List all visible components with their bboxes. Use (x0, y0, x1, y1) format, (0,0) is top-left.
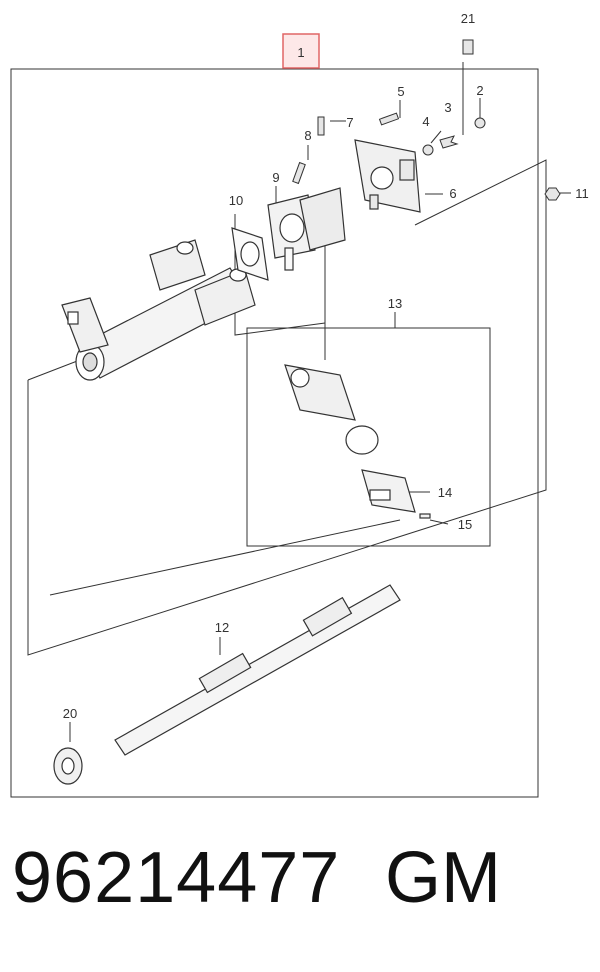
callout-7: 7 (346, 115, 353, 130)
diagram-frame (10, 68, 539, 798)
clip-part-21 (462, 39, 474, 55)
bolt-part-7 (317, 116, 325, 136)
clip-part-2 (474, 117, 486, 129)
screw-part-15 (419, 513, 431, 519)
callout-15: 15 (458, 517, 472, 532)
assembly-callout-box (282, 33, 320, 69)
bolt-part-5 (378, 112, 400, 126)
screw-part-8 (292, 161, 306, 185)
callout-1: 1 (297, 45, 304, 60)
callout-13: 13 (388, 296, 402, 311)
spring-part-3 (439, 135, 459, 149)
lock-housing-part-6 (354, 139, 421, 213)
nut-part-11 (544, 187, 561, 201)
callout-6: 6 (449, 186, 456, 201)
brand-label: GM (385, 838, 501, 918)
bearing-part-20 (53, 747, 83, 785)
callout-3: 3 (444, 100, 451, 115)
callout-8: 8 (304, 128, 311, 143)
ignition-switch-part-13 (284, 364, 379, 455)
steering-shaft-part-12 (114, 584, 401, 756)
key-cylinder-part-14 (361, 469, 431, 519)
callout-4: 4 (422, 114, 429, 129)
callout-2: 2 (476, 83, 483, 98)
housing-part-9 (267, 187, 346, 271)
steering-column-tube (61, 239, 256, 381)
callout-9: 9 (272, 170, 279, 185)
leader-lines (27, 62, 571, 742)
callout-labels: 21 5 2 3 7 4 8 9 6 11 10 13 14 15 12 20 (63, 11, 589, 721)
callout-20: 20 (63, 706, 77, 721)
callout-21: 21 (461, 11, 475, 26)
callout-10: 10 (229, 193, 243, 208)
gasket-part-10 (231, 227, 269, 281)
washer-part-4 (422, 144, 434, 156)
callout-11: 11 (575, 186, 589, 201)
callout-14: 14 (438, 485, 452, 500)
fastener-parts (292, 39, 561, 201)
callout-5: 5 (397, 84, 404, 99)
part-number: 96214477 (12, 838, 341, 918)
callout-12: 12 (215, 620, 229, 635)
